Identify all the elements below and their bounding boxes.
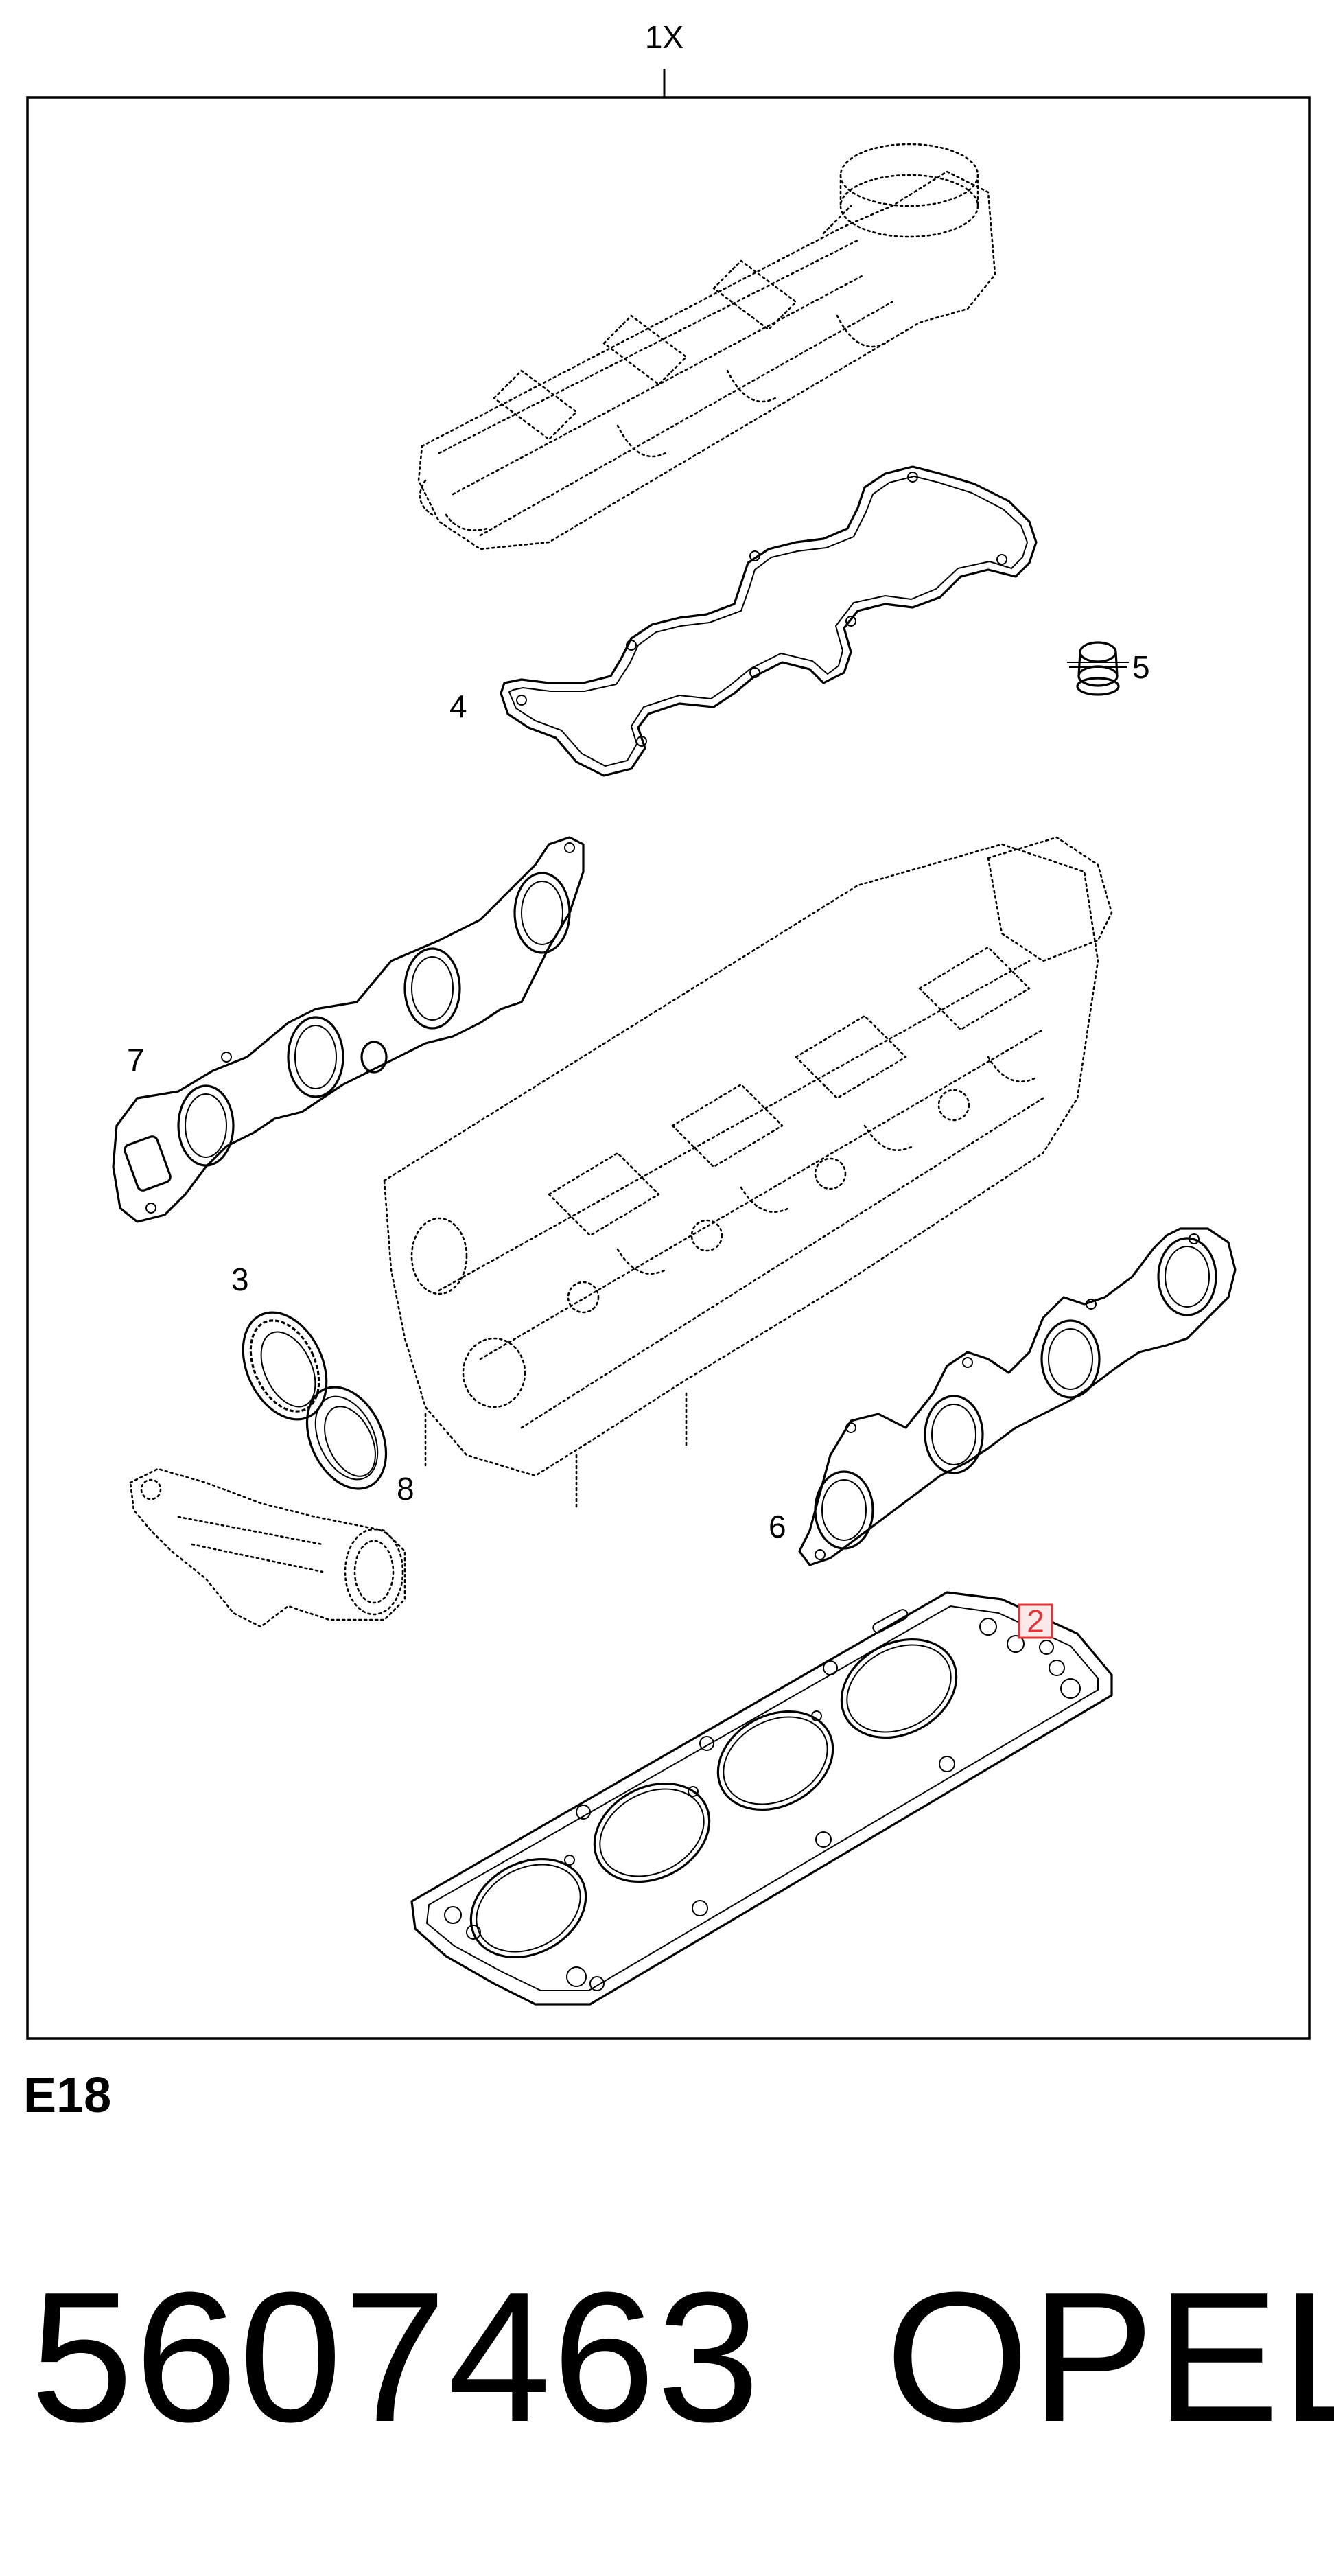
callout-5: 5 bbox=[1132, 649, 1150, 685]
exhaust-manifold-gasket bbox=[798, 1227, 1237, 1566]
set-quantity-label: 1X bbox=[645, 19, 683, 55]
oil-seal-ring bbox=[242, 1311, 328, 1421]
callout-4: 4 bbox=[449, 688, 467, 724]
callout-2-highlight bbox=[1018, 1603, 1053, 1639]
valve-cover-illustration bbox=[417, 143, 996, 550]
callout-8: 8 bbox=[397, 1471, 414, 1507]
diagram-frame bbox=[26, 96, 1311, 2040]
cover-bolt-seal bbox=[1067, 641, 1129, 696]
callout-7: 7 bbox=[127, 1042, 145, 1078]
camshaft-seal-ring bbox=[305, 1386, 388, 1490]
callout-6: 6 bbox=[769, 1509, 786, 1544]
callout-3: 3 bbox=[231, 1262, 249, 1297]
part-number: 5607463 bbox=[30, 2254, 762, 2461]
intake-manifold-gasket bbox=[112, 836, 585, 1223]
thermostat-housing-illustration bbox=[129, 1467, 406, 1628]
brand-name: OPEL bbox=[885, 2254, 1334, 2461]
exploded-parts-diagram: 1X bbox=[26, 19, 1311, 2040]
valve-cover-gasket bbox=[500, 465, 1038, 777]
engine-code: E18 bbox=[23, 2068, 112, 2123]
callout-2: 2 bbox=[1027, 1603, 1044, 1639]
footer: 5607463 OPEL bbox=[0, 2265, 1334, 2471]
cylinder-head-illustration bbox=[383, 836, 1113, 1511]
cylinder-head-gasket bbox=[410, 1591, 1113, 2006]
